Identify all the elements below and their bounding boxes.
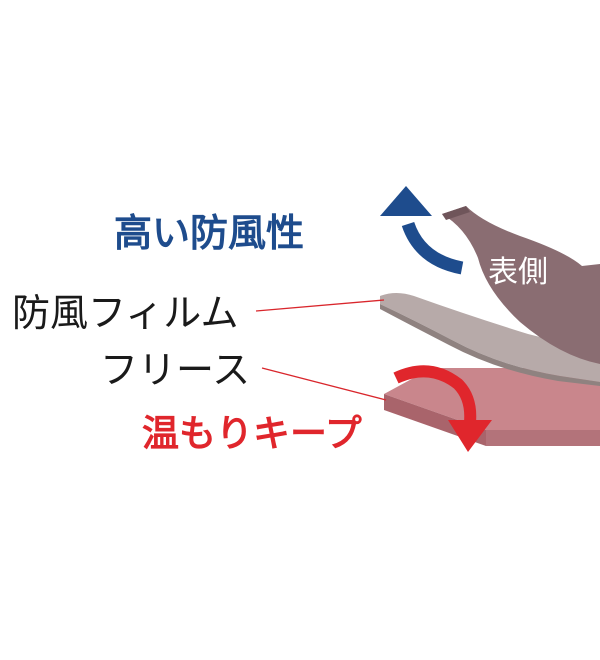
film-leader-line xyxy=(255,299,385,312)
film-layer xyxy=(380,293,600,386)
curved-up-arrow-icon xyxy=(380,186,464,275)
fleece-leader-line xyxy=(261,367,387,401)
windproof-label: 高い防風性 xyxy=(114,211,305,255)
film-label: 防風フィルム xyxy=(12,291,239,335)
curved-down-arrow-icon xyxy=(393,365,492,452)
warmth-label: 温もりキープ xyxy=(142,412,362,455)
outer-layer xyxy=(442,206,600,364)
fleece-label: フリース xyxy=(100,348,251,392)
outer-side-label: 表側 xyxy=(488,255,548,290)
